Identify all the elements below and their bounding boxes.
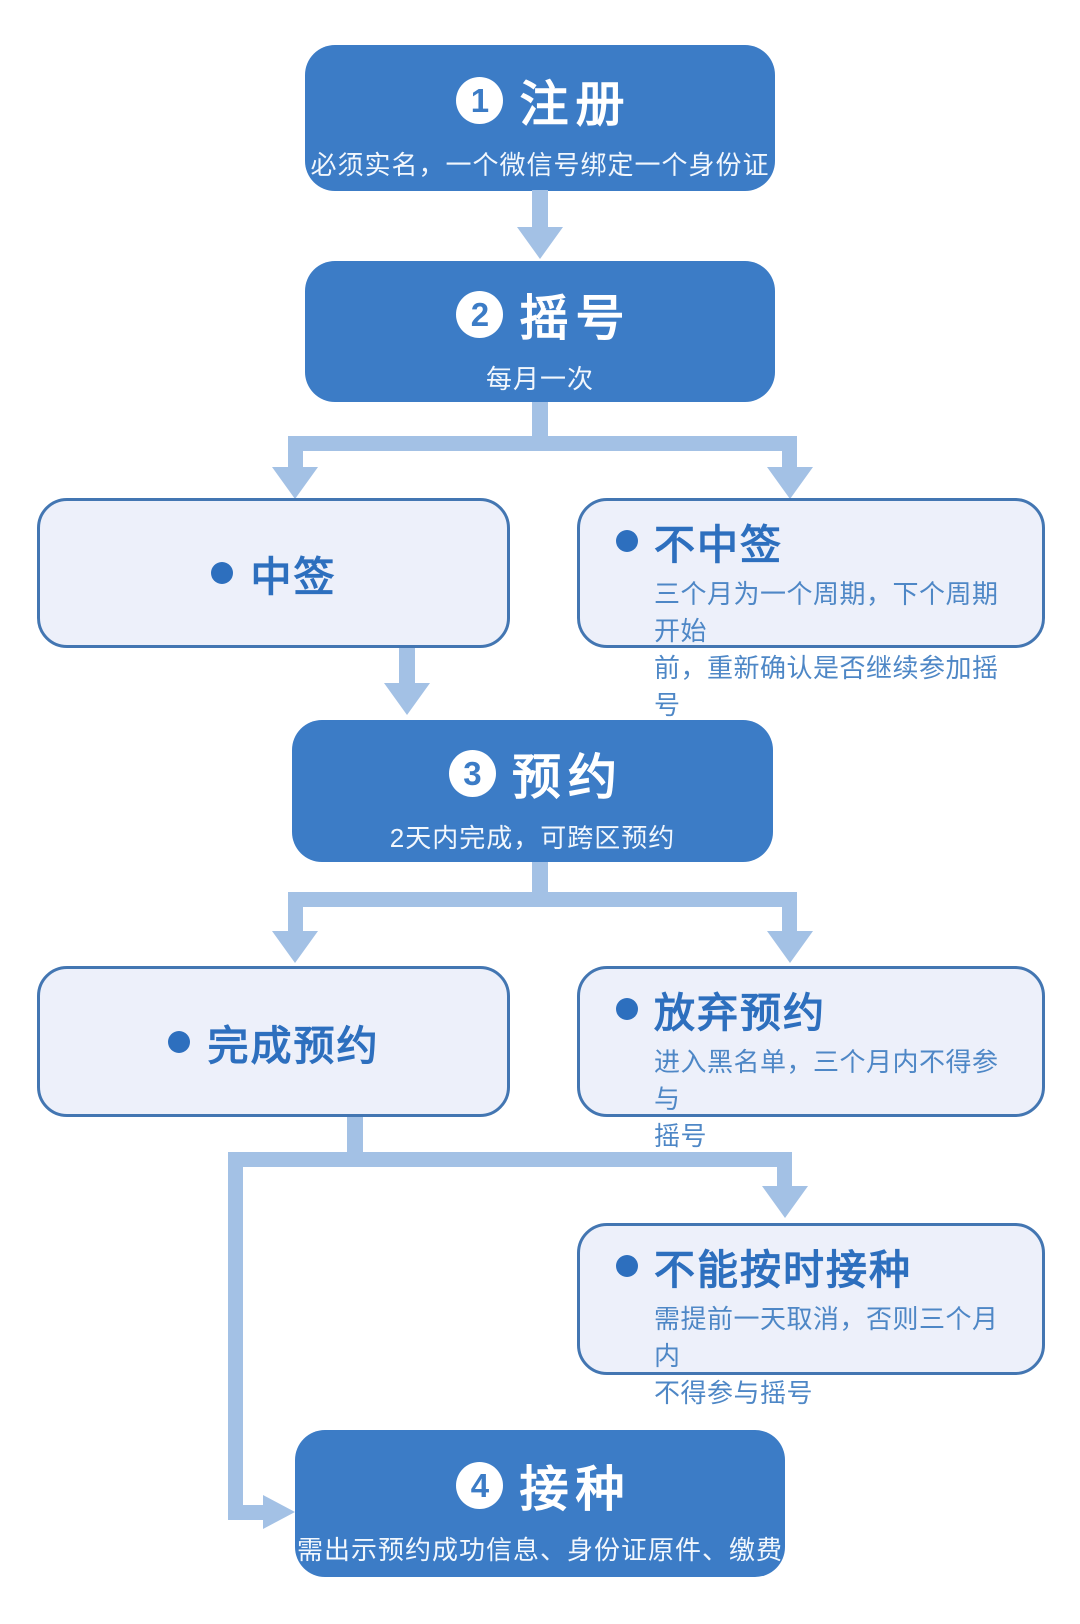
connector-reserved-branch-right-leg <box>777 1167 792 1187</box>
connector-reserve-branch-bar <box>288 892 797 907</box>
step-register-subtitle: 必须实名，一个微信号绑定一个身份证 <box>310 150 770 180</box>
step-number-2-icon: 2 <box>456 291 504 338</box>
step-number-4-icon: 4 <box>456 1462 504 1509</box>
bullet-icon <box>616 530 638 552</box>
bullet-icon <box>616 1255 638 1277</box>
outcome-box-reserved: 完成预约 <box>37 966 510 1117</box>
step-register-title: 注册 <box>519 78 632 132</box>
arrow-lottery-to-lose-icon <box>767 467 813 499</box>
step-lottery-title-row: 2 摇号 <box>305 279 775 350</box>
arrow-reserve-to-abandon-icon <box>767 931 813 963</box>
outcome-cannot-attend-body-line2: 不得参与摇号 <box>654 1378 814 1408</box>
bullet-icon <box>616 998 638 1020</box>
arrow-lottery-to-win-icon <box>272 467 318 499</box>
connector-lottery-branch-stem <box>532 402 548 436</box>
step-vaccinate-subtitle: 需出示预约成功信息、身份证原件、缴费 <box>296 1535 783 1565</box>
step-vaccinate-title-row: 4 接种 <box>295 1450 785 1521</box>
arrow-register-to-lottery-icon <box>517 227 563 259</box>
outcome-reserved-title: 完成预约 <box>207 1022 380 1069</box>
step-lottery-title: 摇号 <box>519 292 632 346</box>
connector-win-to-reserve-stem <box>399 648 415 684</box>
connector-reserved-branch-bar <box>228 1152 792 1167</box>
outcome-lose-body-line1: 三个月为一个周期，下个周期开始 <box>654 579 999 646</box>
outcome-abandon-title-row: 放弃预约 <box>616 979 1018 1039</box>
connector-lottery-branch-right-leg <box>782 451 797 468</box>
step-box-reserve: 3 预约 2天内完成，可跨区预约 <box>292 720 773 862</box>
connector-lottery-branch-left-leg <box>288 451 303 468</box>
step-reserve-title: 预约 <box>511 751 624 805</box>
connector-reserved-to-vaccinate-horizontal <box>228 1505 264 1520</box>
outcome-abandon-title: 放弃预约 <box>654 990 826 1036</box>
arrow-reserved-to-cannot-attend-icon <box>762 1186 808 1218</box>
outcome-cannot-attend-title-row: 不能按时接种 <box>616 1236 1018 1296</box>
outcome-abandon-body-line1: 进入黑名单，三个月内不得参与 <box>654 1047 999 1114</box>
step-register-title-row: 1 注册 <box>305 65 775 136</box>
connector-reserve-branch-left-leg <box>288 907 303 932</box>
bullet-icon <box>210 562 233 584</box>
step-lottery-subtitle: 每月一次 <box>485 364 594 394</box>
step-number-1-icon: 1 <box>456 77 504 124</box>
step-number-3-icon: 3 <box>448 750 496 797</box>
step-box-register: 1 注册 必须实名，一个微信号绑定一个身份证 <box>305 45 775 191</box>
connector-lottery-branch-bar <box>288 436 797 451</box>
step-vaccinate-title: 接种 <box>519 1463 632 1517</box>
outcome-cannot-attend-body-line1: 需提前一天取消，否则三个月内 <box>654 1304 999 1371</box>
outcome-box-abandon: 放弃预约 进入黑名单，三个月内不得参与 摇号 <box>577 966 1045 1151</box>
outcome-abandon-body-line2: 摇号 <box>654 1121 708 1151</box>
step-reserve-subtitle: 2天内完成，可跨区预约 <box>389 823 676 853</box>
arrow-reserved-to-vaccinate-icon <box>263 1495 295 1529</box>
outcome-abandon-body: 进入黑名单，三个月内不得参与 摇号 <box>654 1044 1018 1155</box>
outcome-cannot-attend-title: 不能按时接种 <box>654 1247 912 1293</box>
step-box-lottery: 2 摇号 每月一次 <box>305 261 775 402</box>
connector-reserve-branch-right-leg <box>782 907 797 932</box>
outcome-box-lose: 不中签 三个月为一个周期，下个周期开始 前，重新确认是否继续参加摇号 <box>577 498 1045 720</box>
outcome-win-title: 中签 <box>250 554 337 600</box>
outcome-lose-body-line2: 前，重新确认是否继续参加摇号 <box>654 653 999 720</box>
connector-reserved-to-vaccinate-vertical <box>228 1167 243 1520</box>
connector-reserve-branch-stem <box>532 862 548 892</box>
outcome-lose-body: 三个月为一个周期，下个周期开始 前，重新确认是否继续参加摇号 <box>654 576 1018 724</box>
outcome-box-win: 中签 <box>37 498 510 648</box>
outcome-box-cannot-attend: 不能按时接种 需提前一天取消，否则三个月内 不得参与摇号 <box>577 1223 1045 1408</box>
connector-register-to-lottery-stem <box>532 190 548 228</box>
outcome-lose-title-row: 不中签 <box>616 511 1018 571</box>
arrow-reserve-to-reserved-icon <box>272 931 318 963</box>
bullet-icon <box>167 1030 190 1053</box>
connector-reserved-branch-stem <box>347 1117 363 1152</box>
outcome-lose-title: 不中签 <box>654 522 783 568</box>
step-box-vaccinate: 4 接种 需出示预约成功信息、身份证原件、缴费 <box>295 1430 785 1577</box>
outcome-cannot-attend-body: 需提前一天取消，否则三个月内 不得参与摇号 <box>654 1301 1018 1412</box>
arrow-win-to-reserve-icon <box>384 683 430 715</box>
step-reserve-title-row: 3 预约 <box>292 738 773 809</box>
